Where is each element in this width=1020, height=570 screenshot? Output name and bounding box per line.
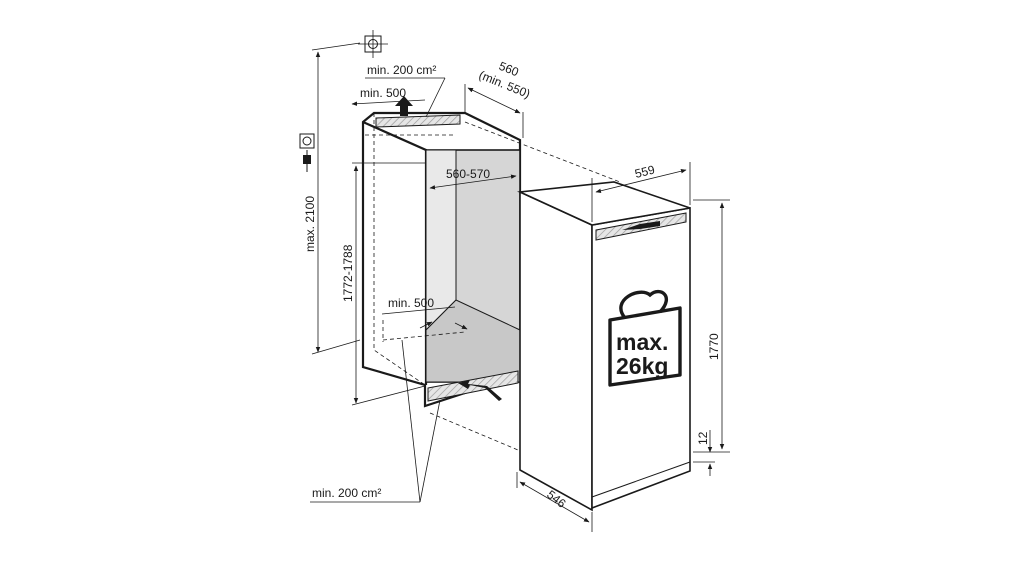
weight-icon: max. 26kg (608, 289, 682, 387)
power-socket-icon (299, 133, 315, 172)
bottom-vent-area-label: min. 200 cm² (312, 486, 381, 500)
niche-height-label: 1772-1788 (341, 244, 355, 302)
niche-width-label: 560-570 (446, 167, 490, 181)
weight-text-1: max. (616, 329, 668, 355)
plinth-vent-grille (427, 370, 519, 402)
arrow-left-icon (458, 380, 502, 401)
top-vent-area-label: min. 200 cm² (367, 63, 436, 77)
weight-text-2: 26kg (616, 353, 668, 379)
top-vent-grille (375, 114, 461, 128)
max-height-label: max. 2100 (303, 196, 317, 252)
base-gap-label: 12 (696, 431, 710, 445)
crosshair-icon (358, 30, 388, 58)
appliance-height-label: 1770 (707, 333, 721, 360)
appliance-body (517, 181, 691, 512)
bottom-gap-label: min. 500 (388, 296, 434, 310)
niche-cabinet (361, 111, 522, 408)
top-gap-label: min. 500 (360, 86, 406, 100)
appliance-width-label: 559 (633, 162, 656, 181)
